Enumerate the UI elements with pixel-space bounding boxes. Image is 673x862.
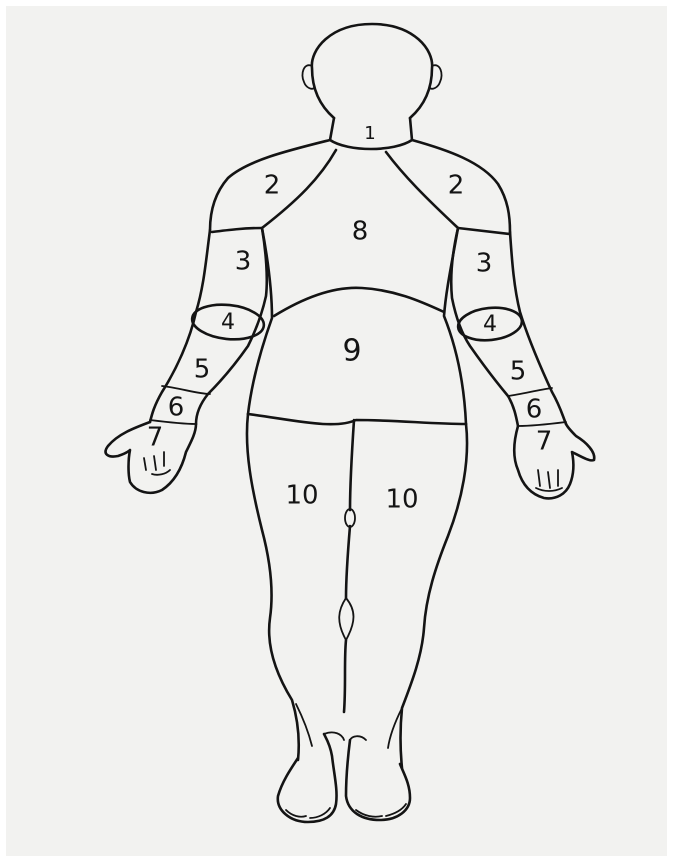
region-label-upper-arm-right: 3 <box>476 249 493 279</box>
paper-background <box>6 6 667 856</box>
region-label-upper-back: 8 <box>352 217 369 247</box>
region-label-upper-arm-left: 3 <box>235 247 252 277</box>
region-label-shoulder-left: 2 <box>264 171 281 201</box>
region-label-neck: 1 <box>364 123 375 144</box>
region-label-wrist-left: 6 <box>168 393 185 423</box>
region-label-hand-right: 7 <box>536 427 553 457</box>
region-label-elbow-left: 4 <box>221 310 235 335</box>
region-label-forearm-right: 5 <box>510 357 527 387</box>
region-label-shoulder-right: 2 <box>448 171 465 201</box>
region-label-forearm-left: 5 <box>194 355 211 385</box>
region-label-leg-left: 10 <box>285 481 318 511</box>
region-label-elbow-right: 4 <box>483 312 497 337</box>
region-label-lower-back: 9 <box>342 334 361 369</box>
region-label-hand-left: 7 <box>147 423 164 453</box>
region-label-leg-right: 10 <box>385 485 418 515</box>
region-label-wrist-right: 6 <box>526 395 543 425</box>
